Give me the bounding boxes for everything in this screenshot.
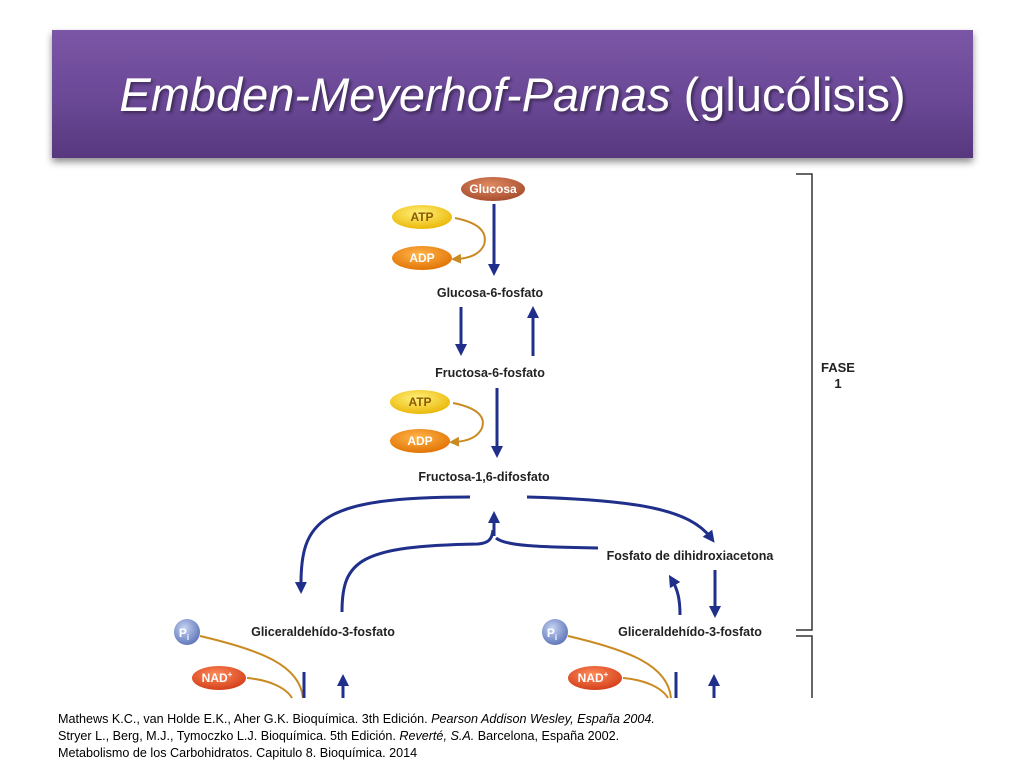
glucose-label: Glucosa	[469, 182, 517, 196]
adp-label-2: ADP	[407, 434, 432, 448]
phase-bracket	[796, 173, 813, 631]
nad-left-pill	[192, 666, 246, 690]
phase-2-bracket	[796, 635, 813, 698]
atp-adp-step-2: ATP ADP	[390, 390, 484, 453]
atp-adp-step-1: ATP ADP	[392, 205, 486, 270]
title-banner: Embden-Meyerhof-Parnas (glucólisis)	[52, 30, 973, 158]
phase-word: FASE	[821, 360, 855, 375]
phase-number: 1	[834, 376, 841, 391]
gap-right-group: Pi Gliceraldehído-3-fosfato NAD+	[542, 619, 762, 699]
atp-label-2: ATP	[408, 395, 431, 409]
dhap-label: Fosfato de dihidroxiacetona	[607, 549, 775, 563]
pi-left-arrow	[199, 635, 304, 699]
arrow-dhap-merge	[495, 536, 599, 550]
nad-left-arrow	[246, 677, 293, 699]
reference-2: Stryer L., Berg, M.J., Tymoczko L.J. Bio…	[58, 729, 620, 743]
atp-label-1: ATP	[410, 210, 433, 224]
gap-left-label: Gliceraldehído-3-fosfato	[251, 625, 395, 639]
reference-1: Mathews K.C., van Holde E.K., Aher G.K. …	[58, 712, 655, 726]
reference-3: Metabolismo de los Carbohidratos. Capitu…	[58, 746, 418, 760]
arrow-f16bp-to-dhap	[526, 495, 715, 543]
arrow-gap-merge	[340, 529, 495, 613]
nad-left-label: NAD+	[202, 670, 233, 685]
gap-right-label: Gliceraldehído-3-fosfato	[618, 625, 762, 639]
adp-pill-1	[392, 246, 452, 270]
glucose-pill	[461, 177, 525, 201]
f6p-label: Fructosa-6-fosfato	[435, 366, 545, 380]
title-main: Embden-Meyerhof-Parnas	[119, 67, 671, 121]
pi-right-circle	[542, 619, 568, 645]
g6p-label: Glucosa-6-fosfato	[437, 286, 544, 300]
cofactor-arrow-2	[449, 402, 484, 447]
arrow-gap-to-dhap	[668, 574, 682, 616]
nad-right-arrow	[622, 677, 669, 699]
nad-right-label: NAD+	[578, 670, 609, 685]
references: Mathews K.C., van Holde E.K., Aher G.K. …	[58, 711, 978, 762]
adp-pill-2	[390, 429, 450, 453]
pi-left-label: Pi	[179, 626, 189, 642]
glucose-node: Glucosa	[461, 177, 525, 201]
gap-left-group: Pi Gliceraldehído-3-fosfato NAD+	[174, 619, 395, 699]
slide-title: Embden-Meyerhof-Parnas (glucólisis)	[119, 67, 905, 122]
arrow-f16bp-to-gap	[294, 495, 471, 594]
atp-pill-2	[390, 390, 450, 414]
atp-pill-1	[392, 205, 452, 229]
pi-left-circle	[174, 619, 200, 645]
pi-right-arrow	[567, 635, 672, 699]
nad-right-pill	[568, 666, 622, 690]
pi-right-label: Pi	[547, 626, 557, 642]
cofactor-arrow-1	[451, 217, 486, 264]
adp-label-1: ADP	[409, 251, 434, 265]
title-suffix: (glucólisis)	[670, 67, 906, 121]
f16bp-label: Fructosa-1,6-difosfato	[418, 470, 550, 484]
